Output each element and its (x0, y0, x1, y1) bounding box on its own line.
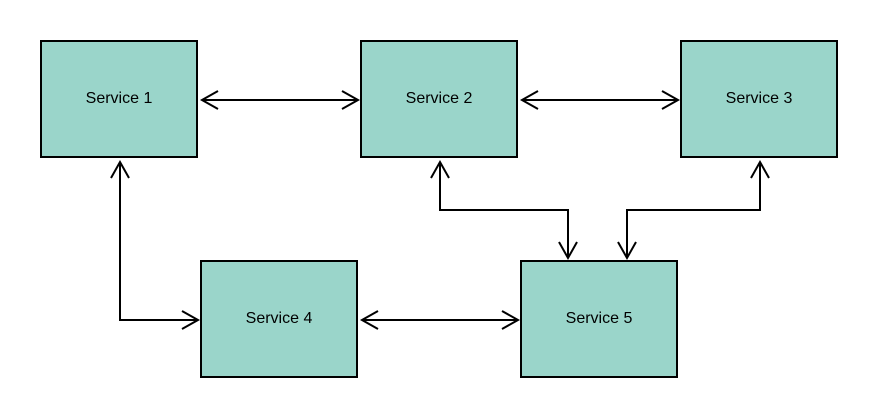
node-service-2[interactable]: Service 2 (360, 40, 518, 158)
node-label: Service 2 (405, 90, 473, 107)
edge-service-4-service-5 (359, 310, 521, 330)
node-service-4[interactable]: Service 4 (200, 260, 358, 378)
node-label: Service 3 (725, 90, 793, 107)
node-label: Service 5 (565, 310, 633, 327)
edge-service-1-service-2 (199, 90, 361, 110)
node-service-3[interactable]: Service 3 (680, 40, 838, 158)
edge-service-1-service-4 (110, 159, 201, 330)
edge-service-3-service-5 (617, 159, 770, 261)
node-service-5[interactable]: Service 5 (520, 260, 678, 378)
edge-service-2-service-3 (519, 90, 681, 110)
node-label: Service 4 (245, 310, 313, 327)
node-label: Service 1 (85, 90, 153, 107)
edge-service-2-service-5 (430, 159, 578, 261)
node-service-1[interactable]: Service 1 (40, 40, 198, 158)
